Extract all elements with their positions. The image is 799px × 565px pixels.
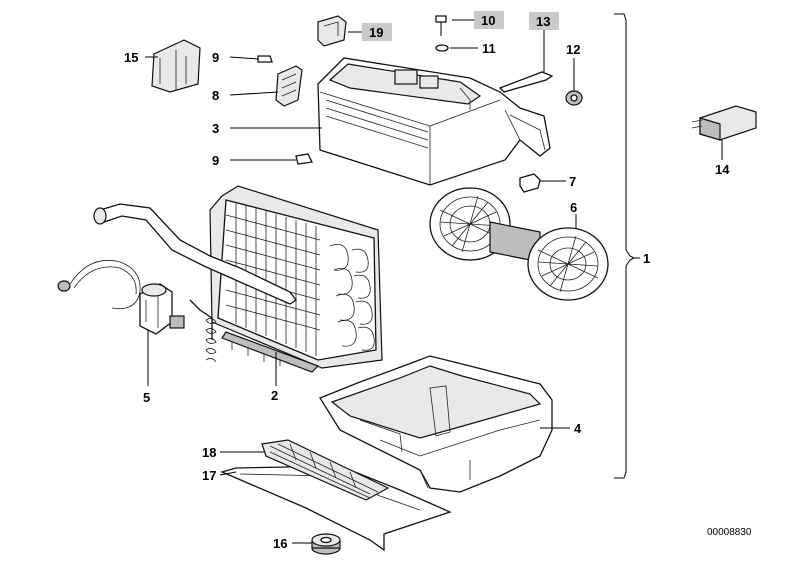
label-12: 12 [566,42,580,57]
label-14: 14 [715,162,730,177]
label-19: 19 [369,25,383,40]
filter-pad [220,439,452,552]
refrigerant-pipe [93,203,297,363]
bracket-part-8 [275,65,303,107]
label-9-bottom: 9 [212,153,219,168]
label-10: 10 [481,13,495,28]
label-7: 7 [569,174,576,189]
label-13: 13 [536,14,550,29]
sensor-part-13 [498,71,554,93]
label-6: 6 [570,200,577,215]
rubber-grommet [311,533,341,555]
label-2: 2 [271,388,278,403]
expansion-valve [57,259,185,335]
label-9-top: 9 [212,50,219,65]
label-13-highlight [529,12,559,30]
leader-lines [145,19,723,544]
screw-part-10 [435,15,447,36]
blower-motor [429,187,609,301]
washer-part-11 [435,44,449,52]
label-17: 17 [202,468,216,483]
label-15: 15 [124,50,138,65]
relay-part-14 [691,105,757,141]
label-3: 3 [212,121,219,136]
reference-number: 00008830 [707,527,752,538]
label-8: 8 [212,88,219,103]
label-11: 11 [482,41,496,56]
label-18: 18 [202,445,216,460]
screw-9-bottom [295,153,313,165]
label-16: 16 [273,536,287,551]
label-5: 5 [143,390,150,405]
resistor-part-15 [151,39,201,93]
label-1: 1 [643,251,650,266]
evaporator [209,185,383,373]
heater-housing-upper [317,57,551,186]
label-19-highlight [362,23,392,41]
assembly-bracket [614,13,640,479]
heater-housing-lower [319,355,553,493]
grommet-part-12 [565,90,583,106]
label-10-highlight [474,11,504,29]
screw-9-top [257,55,273,63]
clip-part-7 [519,173,541,193]
label-4: 4 [574,421,582,436]
clip-part-19 [317,15,347,47]
